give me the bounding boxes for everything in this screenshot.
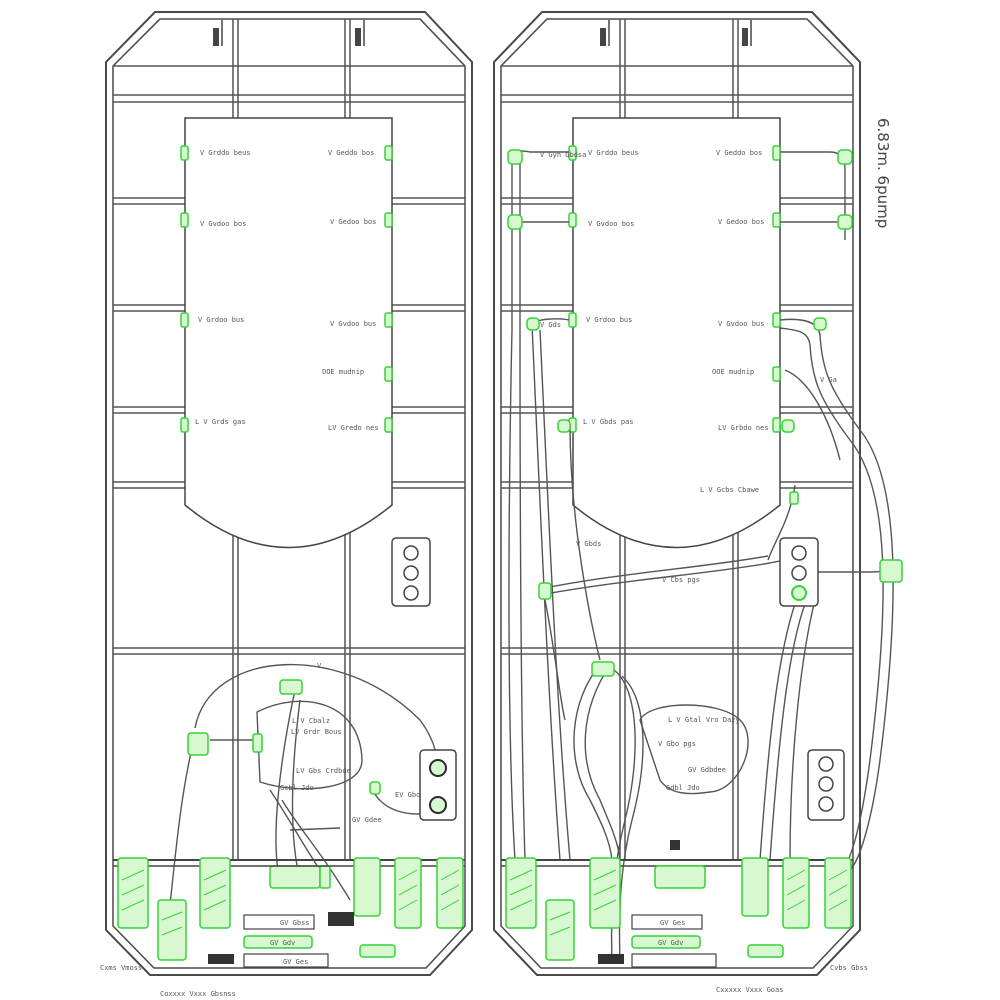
pipe-label: V Gyn Gbdsa — [540, 151, 586, 159]
tank-label: V Grddo beus — [200, 149, 251, 157]
zone-label: L V Cbalz — [292, 717, 330, 725]
left-corner-label: Cxms Vmoss — [100, 964, 142, 972]
left-pump-station — [419, 749, 457, 821]
left-ceiling-hangers — [213, 20, 365, 46]
left-equipment-bay — [113, 857, 465, 968]
zone-label: Gdbl Jdo — [666, 784, 700, 792]
right-corner-label: Cvbs Gbss — [830, 964, 868, 972]
right-floor-plan: V Grddo beus V Geddo bos V Gvdoo bos V G… — [493, 11, 903, 994]
right-tank-fittings — [568, 145, 781, 433]
tank-label: V Grdoo bus — [198, 316, 244, 324]
zone-label: GV Gdee — [352, 816, 382, 824]
right-tank-labels: V Grddo beus V Geddo bos V Gvdoo bos V G… — [583, 149, 769, 432]
left-zone-labels: L V Cbalz LV Grdr Bous LV Gbs Crdbde Gcb… — [280, 662, 420, 824]
left-tank-labels: V Grddo beus V Geddo bos V Gvdoo bos V G… — [195, 149, 379, 432]
equipment-label: GV Ges — [660, 919, 685, 927]
tank-label: OOE mudnip — [712, 368, 754, 376]
tank-label: V Geddo bos — [716, 149, 762, 157]
right-control-panel — [779, 537, 819, 607]
zone-label: L V Gtal Vro Dazy — [668, 716, 740, 724]
tank-label: V Gedoo bos — [718, 218, 764, 226]
left-bottom-labels: GV Gdv GV Gbss GV Ges — [270, 919, 310, 966]
left-tank-fittings — [180, 145, 393, 433]
pipe-label: V Ga — [820, 376, 837, 384]
tank-label: L V Grds gas — [195, 418, 246, 426]
right-zone-labels: L V Gtal Vro Dazy V Gbo pgs GV Gdbdee Gd… — [658, 716, 740, 792]
left-footer-label: Coxxxx Vxxx Gbsnss — [160, 990, 236, 998]
tank-label: V Gvdoo bos — [588, 220, 634, 228]
tank-label: V Grdoo bus — [586, 316, 632, 324]
left-outer-frame — [105, 11, 473, 976]
right-footer-label: Cxxxxx Vxxx Goas — [716, 986, 783, 994]
zone-label: GV Gdbdee — [688, 766, 726, 774]
zone-label: V — [317, 662, 322, 670]
equipment-label: GV Ges — [283, 958, 308, 966]
tank-label: V Grddo beus — [588, 149, 639, 157]
tank-label: V Gvdoo bus — [718, 320, 764, 328]
right-ceiling-hangers — [600, 20, 752, 46]
tank-label: V Geddo bos — [328, 149, 374, 157]
right-pipe-fittings — [507, 149, 903, 677]
left-tank — [184, 117, 393, 549]
pipe-label: V Gds — [540, 321, 561, 329]
pipe-label: L V Gcbs Cbawe — [700, 486, 759, 494]
tank-label: V Gedoo bos — [330, 218, 376, 226]
tank-label: OOE mudnip — [322, 368, 364, 376]
zone-label: LV Gbs Crdbde — [296, 767, 351, 775]
zone-label: Gcbl Jdo — [280, 784, 314, 792]
zone-label: LV Grdr Bous — [291, 728, 342, 736]
pipe-label: V Gbds — [576, 540, 601, 548]
left-control-panel — [391, 537, 431, 607]
right-equipment-bay — [501, 840, 853, 968]
zone-label: EV Gbo — [395, 791, 420, 799]
tank-label: L V Gbds pas — [583, 418, 634, 426]
equipment-label: GV Gdv — [658, 939, 683, 947]
tank-label: V Gvdoo bus — [330, 320, 376, 328]
left-floor-plan: V Grddo beus V Geddo bos V Gvdoo bos V G… — [100, 11, 473, 998]
tank-label: V Gvdoo bos — [200, 220, 246, 228]
equipment-label: GV Gdv — [270, 939, 295, 947]
right-tank — [572, 117, 781, 549]
right-pump-station — [807, 749, 845, 821]
right-outer-frame — [493, 11, 861, 976]
tank-label: LV Gredo nes — [328, 424, 379, 432]
right-pipe-labels: L V Gcbs Cbawe V Cbs pgs V Gbds V Gyn Gb… — [540, 151, 837, 584]
right-bottom-labels: GV Gdv GV Ges — [658, 919, 685, 947]
zone-label: V Gbo pgs — [658, 740, 696, 748]
equipment-label: GV Gbss — [280, 919, 310, 927]
side-annotation: 6.83m. 6pump — [874, 118, 892, 228]
tank-label: LV Grbdo nes — [718, 424, 769, 432]
pipe-label: V Cbs pgs — [662, 576, 700, 584]
